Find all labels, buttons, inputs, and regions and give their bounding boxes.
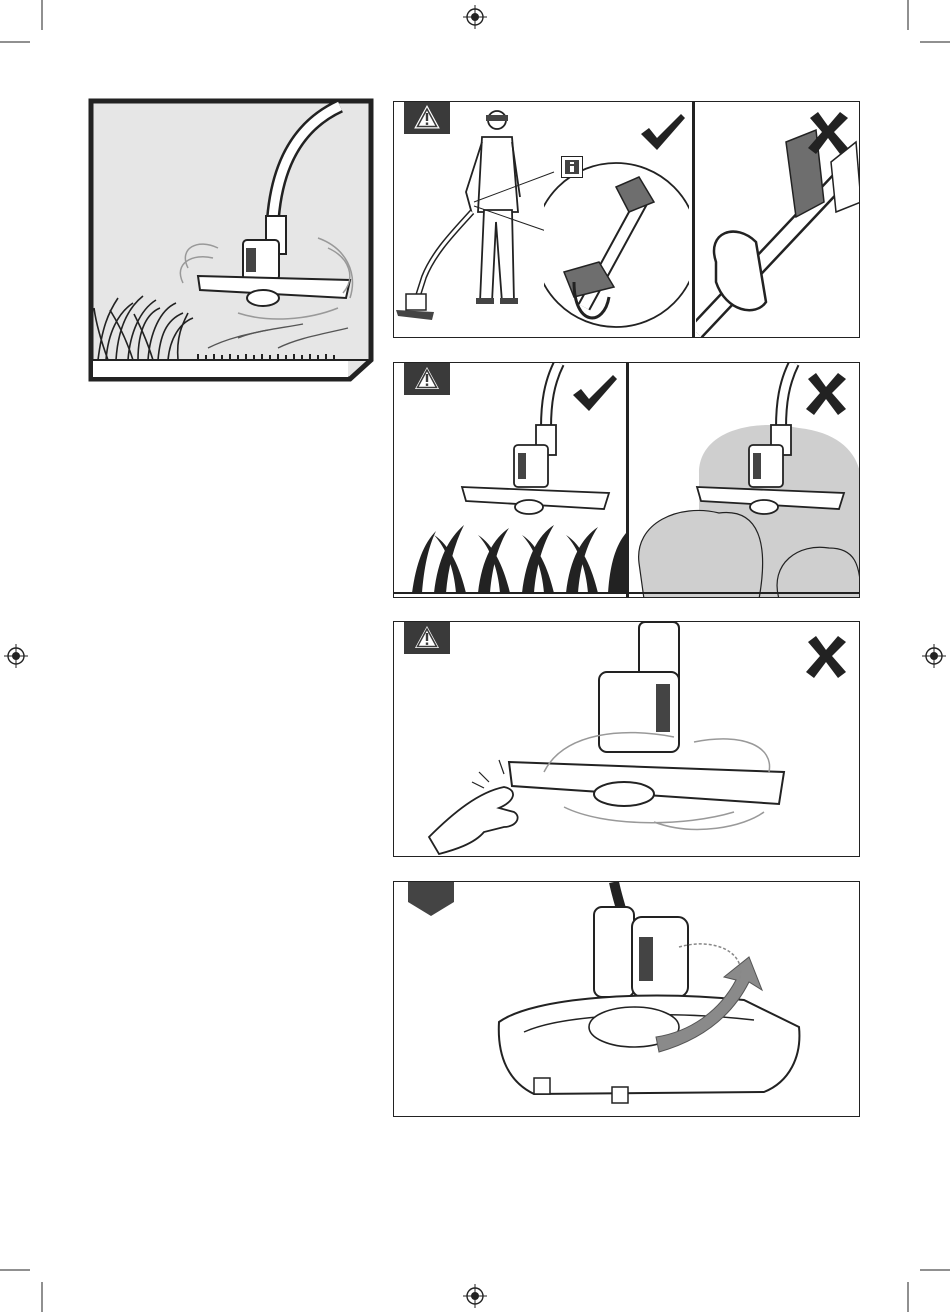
check-icon	[569, 373, 619, 413]
cross-icon	[804, 634, 848, 678]
registration-mark-right	[922, 644, 946, 668]
info-icon	[561, 156, 583, 178]
figure-trimmer-in-grass	[88, 98, 374, 382]
cross-icon	[804, 371, 848, 415]
zoom-handle-detail	[544, 157, 689, 332]
panel-hold-correctly	[393, 101, 860, 338]
scene-hand-near-spool	[394, 622, 860, 857]
registration-mark-bottom	[463, 1284, 487, 1308]
check-icon	[637, 112, 687, 152]
panel-cut-grass-only	[393, 362, 860, 598]
cross-icon	[806, 110, 850, 154]
registration-mark-left	[4, 644, 28, 668]
registration-mark-top	[463, 5, 487, 29]
panel-keep-hands-away	[393, 621, 860, 857]
panel-divider	[692, 102, 695, 338]
scene-guard-rotation	[394, 882, 860, 1117]
panel-rotate-guard	[393, 881, 860, 1117]
